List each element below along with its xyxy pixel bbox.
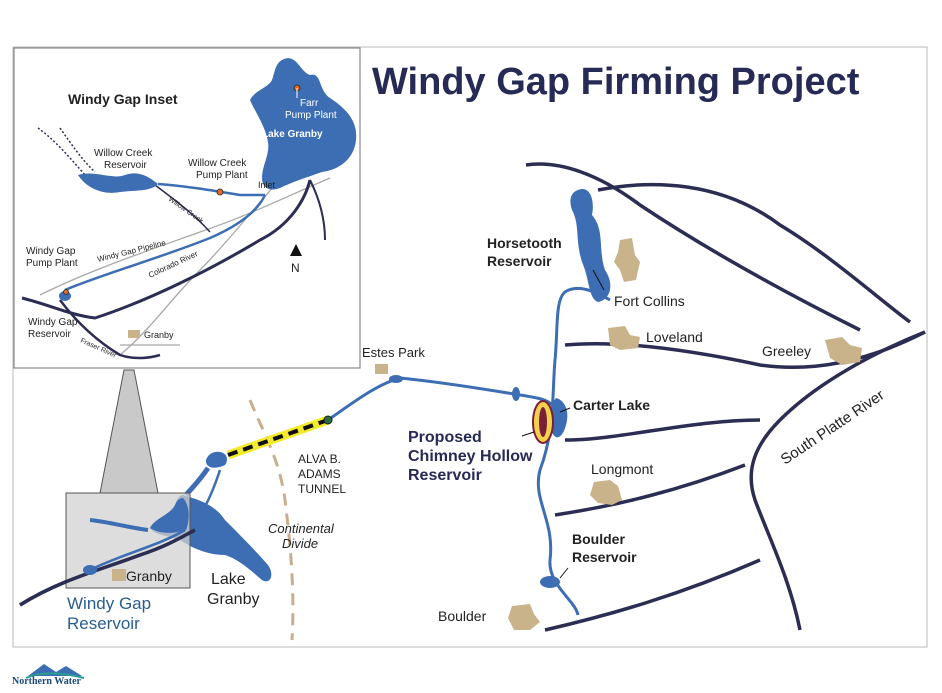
inset-colorado-river	[21, 179, 312, 320]
inset-fraser-river	[59, 299, 161, 360]
inset-highway-40	[39, 177, 331, 296]
carter-lake	[549, 398, 568, 438]
callout-lake-granby	[150, 498, 189, 533]
inset-farr-label: Farr Pump Plant	[285, 98, 337, 121]
continental-divide-line	[248, 399, 295, 641]
inset-willow-headwater-2	[59, 127, 96, 173]
boulder-label: Boulder	[438, 608, 487, 624]
little-thompson-river	[564, 418, 761, 442]
boulder-reservoir-label: Boulder Reservoir	[572, 531, 637, 565]
lake-estes	[389, 375, 403, 383]
cache-la-poudre-river	[525, 162, 861, 332]
logo-wave-icon	[25, 672, 85, 679]
inset-willow-creek	[154, 184, 211, 233]
inset-willow-creek-reservoir	[78, 173, 158, 193]
inset-windy-gap-pump-plant-label: Windy Gap Pump Plant	[26, 246, 78, 269]
south-platte-river-label: South Platte River	[778, 387, 888, 469]
inset-granby-town	[128, 330, 140, 338]
loveland-town	[608, 326, 640, 350]
fort-collins-town	[614, 238, 640, 282]
inset-colorado-upper	[309, 179, 326, 241]
carter-lake-label: Carter Lake	[573, 397, 650, 413]
inset-map: Windy Gap Inset N Farr	[13, 47, 361, 369]
chimney-hollow-core	[539, 407, 547, 437]
boulder-town	[508, 604, 540, 630]
inset-granby-label: Granby	[144, 330, 174, 340]
shadow-mountain-lake	[205, 451, 227, 468]
boulder-res-leader	[559, 567, 569, 579]
alva-adams-tunnel-label: ALVA B. ADAMS TUNNEL	[298, 452, 346, 496]
fort-collins-leader	[592, 269, 605, 291]
inset-windy-gap-reservoir-label: Windy Gap Reservoir	[28, 317, 80, 340]
north-arrow-icon	[290, 244, 302, 256]
inset-windy-gap-pump-plant	[63, 289, 69, 295]
inset-windy-gap-pipeline	[64, 194, 267, 292]
estes-park-label: Estes Park	[362, 345, 425, 360]
main-map: Horsetooth Reservoir Fort Collins Lovela…	[19, 162, 926, 641]
inset-willow-creek-pump-plant-label: Willow Creek Pump Plant	[188, 158, 249, 181]
carter-leader	[559, 407, 571, 413]
map-title: Windy Gap Firming Project	[372, 61, 860, 103]
northern-water-logo-text: Northern Water	[12, 676, 81, 687]
granby-label: Granby	[126, 568, 172, 584]
olympus-canal	[327, 376, 557, 422]
chimney-leader	[521, 431, 535, 437]
lake-granby-label: Lake Granby	[207, 571, 259, 608]
greeley-town	[825, 337, 862, 365]
loveland-label: Loveland	[646, 329, 703, 345]
estes-park-town	[375, 364, 388, 374]
granby-connector	[184, 466, 211, 497]
windy-gap-reservoir-label: Windy Gap Reservoir	[67, 594, 156, 633]
inset-callout-pointer	[99, 369, 159, 494]
st-vrain-river	[554, 463, 746, 517]
north-label: N	[291, 261, 300, 275]
poudre-north-river	[597, 182, 912, 324]
tunnel-east-portal	[323, 415, 333, 425]
greeley-label: Greeley	[762, 343, 811, 359]
inset-lake-granby-label: Lake Granby	[262, 129, 323, 140]
callout-colorado-river	[19, 528, 196, 607]
pinewood-reservoir	[512, 387, 520, 401]
fort-collins-label: Fort Collins	[614, 293, 685, 309]
callout-pipeline	[89, 528, 186, 572]
inset-inlet-label: Inlet	[258, 180, 276, 190]
chimney-hollow-label: Proposed Chimney Hollow Reservoir	[408, 429, 537, 484]
boulder-creek	[544, 558, 761, 632]
c-bt-canal	[536, 286, 611, 616]
longmont-town	[590, 480, 622, 505]
inset-willow-creek-pump-plant	[216, 188, 224, 196]
continental-divide-label: Continental Divide	[268, 521, 337, 551]
northern-water-logo	[25, 664, 85, 679]
alva-adams-tunnel	[227, 418, 329, 457]
south-platte-river	[749, 330, 926, 631]
callout-willow-creek	[89, 518, 149, 532]
inset-willow-creek-reservoir-label: Willow Creek Reservoir	[94, 148, 155, 171]
map-frame	[12, 46, 928, 648]
inset-title: Windy Gap Inset	[68, 91, 178, 107]
granby-town	[112, 569, 126, 581]
inset-willow-pipeline	[157, 182, 265, 197]
inset-willow-headwater-1	[37, 127, 86, 176]
boulder-reservoir	[540, 576, 560, 588]
horsetooth-reservoir	[570, 189, 611, 302]
inset-lake-granby	[250, 58, 357, 190]
longmont-label: Longmont	[591, 461, 653, 477]
horsetooth-reservoir-label: Horsetooth Reservoir	[487, 235, 566, 269]
callout-windy-gap-reservoir	[83, 565, 97, 575]
